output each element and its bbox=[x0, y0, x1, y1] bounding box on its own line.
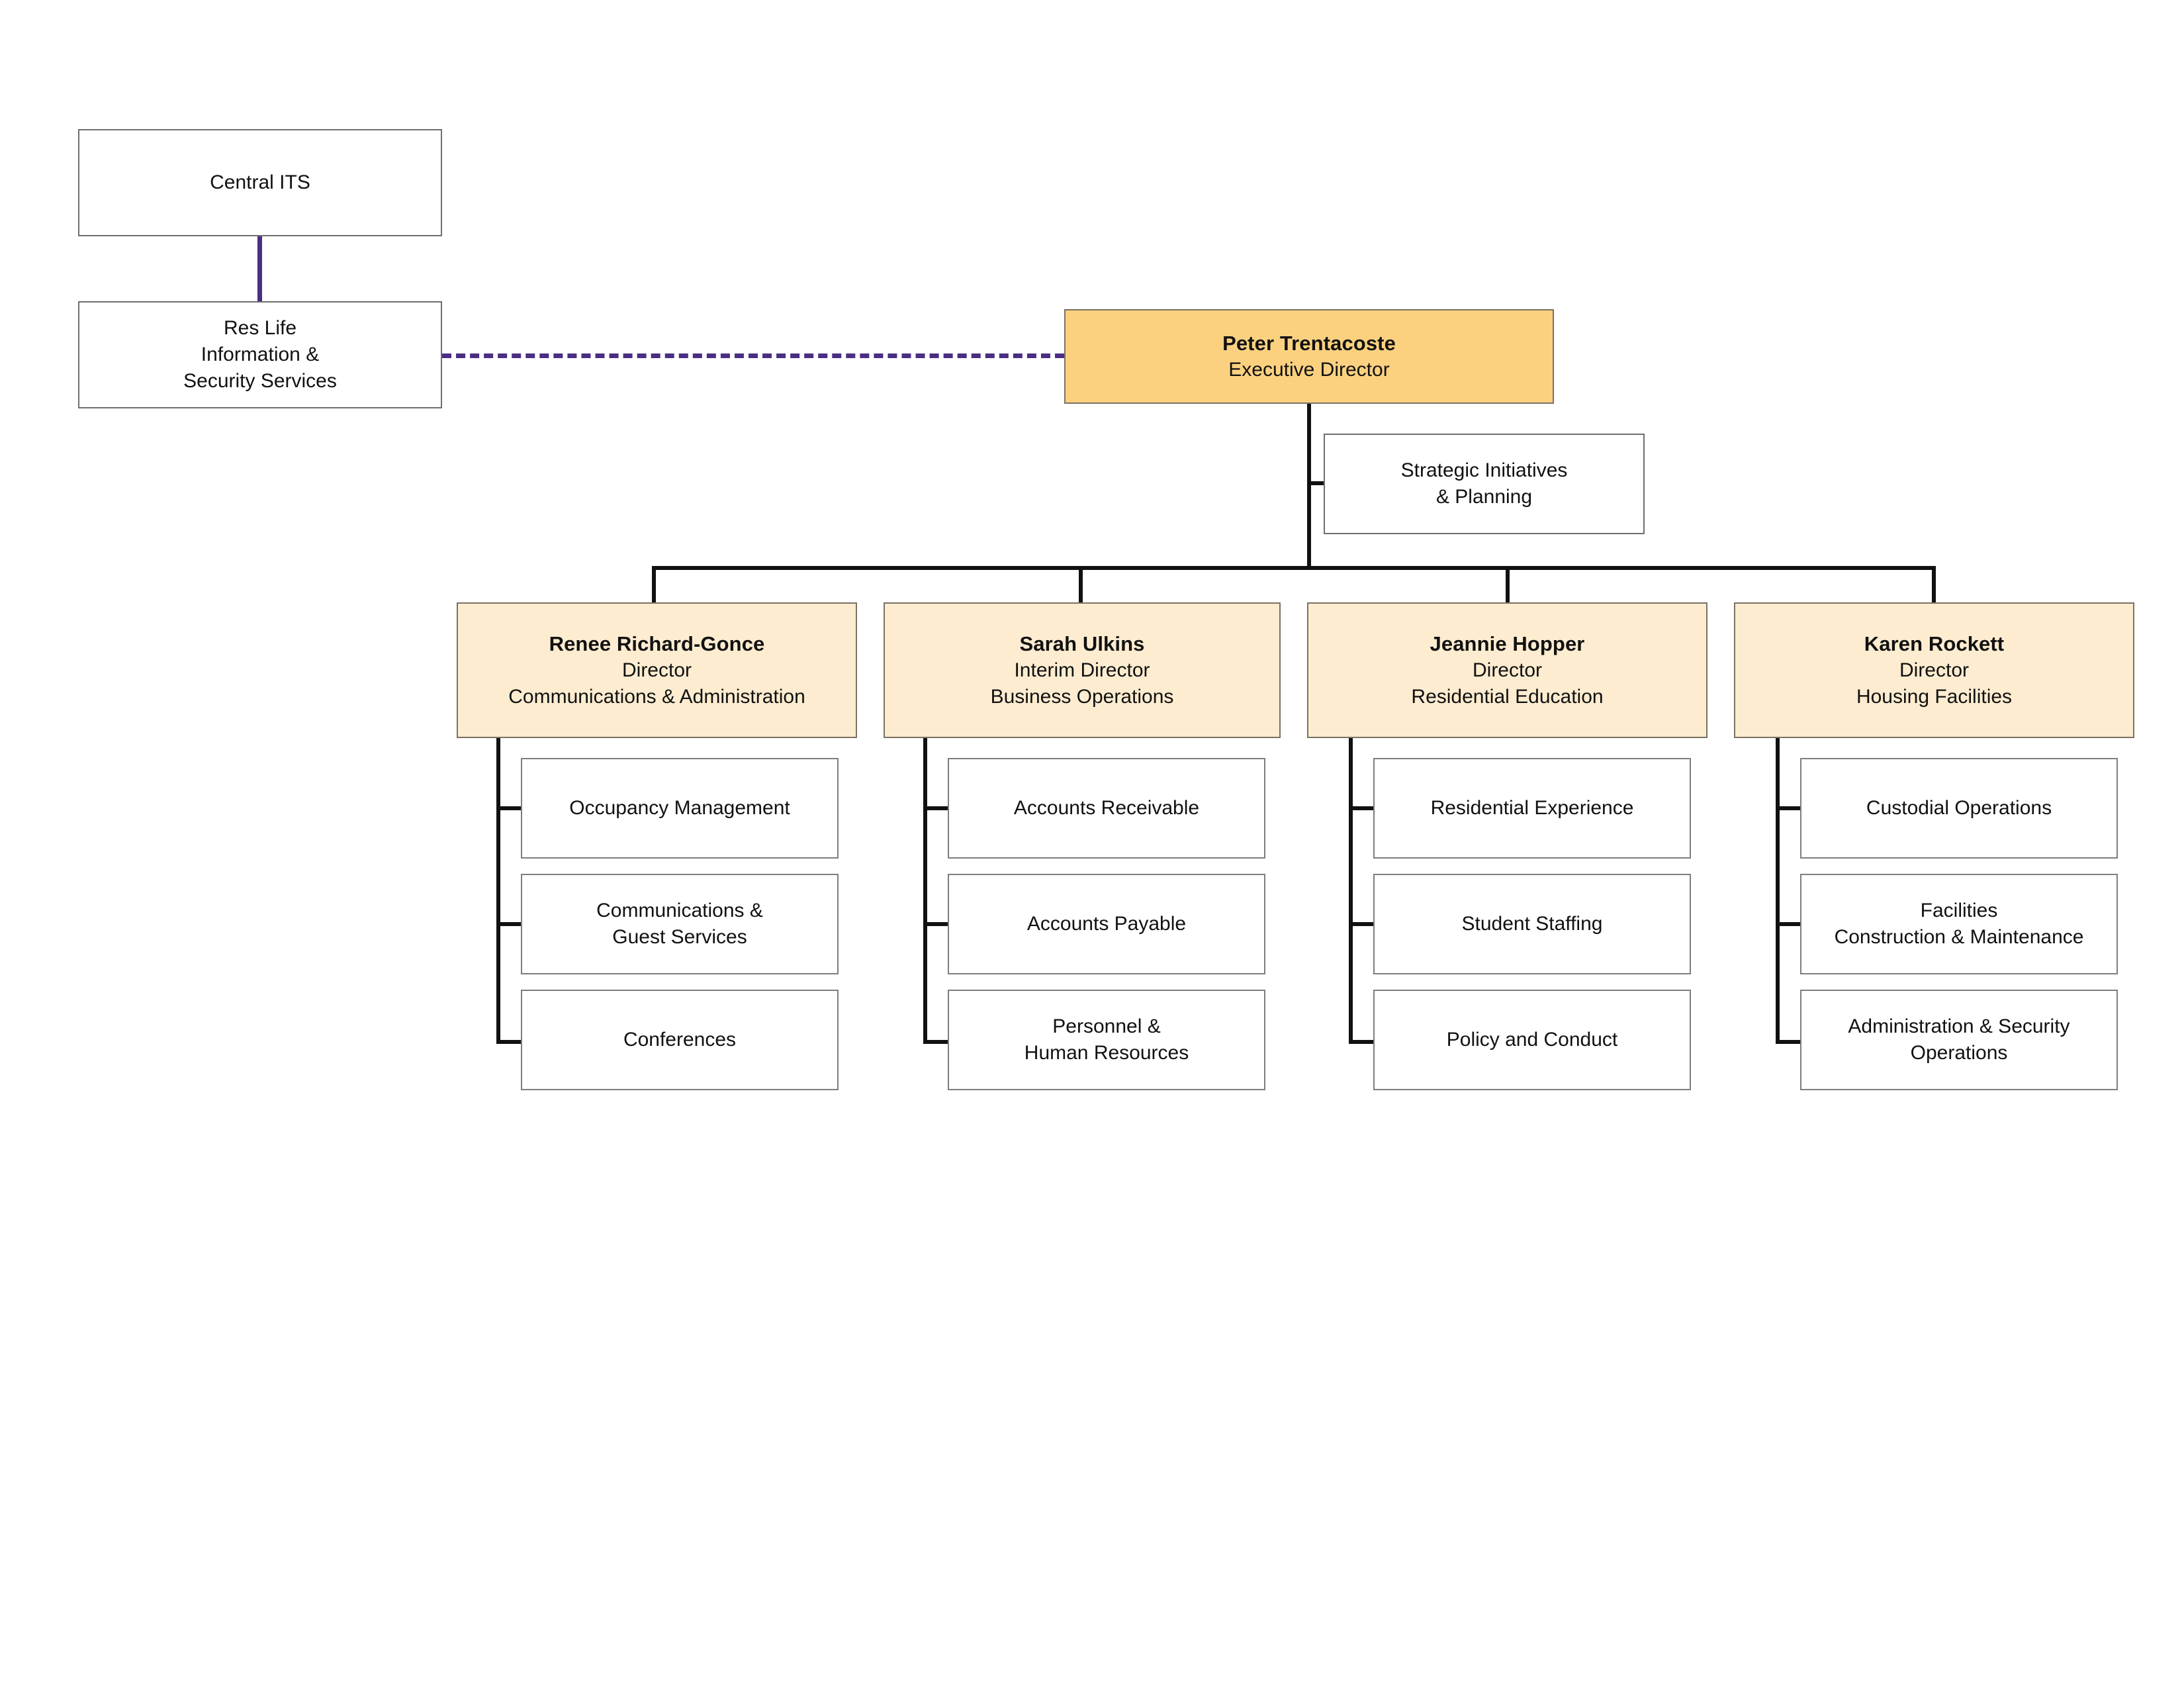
division-3-title: Director bbox=[1472, 659, 1542, 682]
division-3-name: Jeannie Hopper bbox=[1430, 632, 1585, 655]
executive-title: Executive Director bbox=[1228, 359, 1390, 381]
node-unit-1-1[interactable]: Occupancy Management bbox=[521, 758, 839, 859]
connector-spine-division-1 bbox=[496, 738, 500, 1044]
connector-stub-4-1 bbox=[1776, 806, 1802, 810]
unit-4-3-line-2: Operations bbox=[1910, 1042, 2008, 1064]
unit-3-3-line-1: Policy and Conduct bbox=[1446, 1028, 1618, 1051]
connector-its-to-reslife bbox=[257, 236, 262, 301]
division-4-title: Director bbox=[1899, 659, 1969, 682]
node-division-4[interactable]: Karen Rockett Director Housing Facilitie… bbox=[1734, 602, 2134, 738]
unit-4-1-line-1: Custodial Operations bbox=[1866, 796, 2052, 819]
node-unit-4-1[interactable]: Custodial Operations bbox=[1800, 758, 2118, 859]
division-2-name: Sarah Ulkins bbox=[1019, 632, 1145, 655]
connector-division-bus bbox=[652, 566, 1936, 570]
node-unit-3-3[interactable]: Policy and Conduct bbox=[1373, 990, 1691, 1090]
unit-4-2-line-1: Facilities bbox=[1920, 899, 1998, 921]
node-res-life-iss[interactable]: Res Life Information & Security Services bbox=[78, 301, 442, 408]
dotted-reporting-line bbox=[442, 353, 1064, 358]
res-life-line-3: Security Services bbox=[183, 370, 337, 393]
connector-drop-division-4 bbox=[1932, 566, 1936, 602]
node-unit-2-3[interactable]: Personnel & Human Resources bbox=[948, 990, 1265, 1090]
connector-drop-division-1 bbox=[652, 566, 656, 602]
unit-4-2-line-2: Construction & Maintenance bbox=[1834, 926, 2084, 948]
connector-stub-3-2 bbox=[1349, 922, 1375, 926]
connector-stub-2-1 bbox=[923, 806, 950, 810]
connector-stub-3-3 bbox=[1349, 1040, 1375, 1044]
node-unit-1-3[interactable]: Conferences bbox=[521, 990, 839, 1090]
central-its-label: Central ITS bbox=[210, 171, 310, 193]
division-1-name: Renee Richard-Gonce bbox=[549, 632, 765, 655]
connector-spine-division-4 bbox=[1776, 738, 1780, 1044]
unit-3-1-line-1: Residential Experience bbox=[1430, 796, 1634, 819]
connector-stub-1-1 bbox=[496, 806, 523, 810]
node-division-3[interactable]: Jeannie Hopper Director Residential Educ… bbox=[1307, 602, 1707, 738]
connector-stub-2-2 bbox=[923, 922, 950, 926]
unit-1-1-line-1: Occupancy Management bbox=[569, 796, 790, 819]
connector-spine-division-2 bbox=[923, 738, 927, 1044]
connector-stub-1-3 bbox=[496, 1040, 523, 1044]
division-2-title: Interim Director bbox=[1014, 659, 1150, 682]
node-strategic-initiatives[interactable]: Strategic Initiatives & Planning bbox=[1324, 434, 1645, 534]
node-central-its[interactable]: Central ITS bbox=[78, 129, 442, 236]
res-life-line-1: Res Life bbox=[223, 316, 297, 339]
executive-name: Peter Trentacoste bbox=[1222, 331, 1396, 355]
unit-1-3-line-1: Conferences bbox=[623, 1028, 737, 1051]
division-1-area: Communications & Administration bbox=[508, 686, 805, 708]
connector-stub-4-2 bbox=[1776, 922, 1802, 926]
node-unit-4-3[interactable]: Administration & Security Operations bbox=[1800, 990, 2118, 1090]
connector-stub-2-3 bbox=[923, 1040, 950, 1044]
node-executive-director[interactable]: Peter Trentacoste Executive Director bbox=[1064, 309, 1554, 404]
node-unit-2-2[interactable]: Accounts Payable bbox=[948, 874, 1265, 974]
connector-executive-trunk bbox=[1307, 404, 1311, 569]
node-unit-1-2[interactable]: Communications & Guest Services bbox=[521, 874, 839, 974]
strategic-line-2: & Planning bbox=[1435, 486, 1533, 508]
unit-1-2-line-2: Guest Services bbox=[612, 926, 747, 948]
node-division-2[interactable]: Sarah Ulkins Interim Director Business O… bbox=[884, 602, 1281, 738]
node-unit-2-1[interactable]: Accounts Receivable bbox=[948, 758, 1265, 859]
connector-stub-3-1 bbox=[1349, 806, 1375, 810]
unit-4-3-line-1: Administration & Security bbox=[1848, 1015, 2070, 1037]
connector-drop-division-2 bbox=[1079, 566, 1083, 602]
unit-2-1-line-1: Accounts Receivable bbox=[1013, 796, 1200, 819]
division-1-title: Director bbox=[621, 659, 692, 682]
node-division-1[interactable]: Renee Richard-Gonce Director Communicati… bbox=[457, 602, 857, 738]
unit-3-2-line-1: Student Staffing bbox=[1461, 912, 1603, 935]
connector-spine-division-3 bbox=[1349, 738, 1353, 1044]
node-unit-3-1[interactable]: Residential Experience bbox=[1373, 758, 1691, 859]
unit-2-3-line-2: Human Resources bbox=[1024, 1042, 1189, 1064]
node-unit-4-2[interactable]: Facilities Construction & Maintenance bbox=[1800, 874, 2118, 974]
unit-2-2-line-1: Accounts Payable bbox=[1026, 912, 1187, 935]
connector-stub-1-2 bbox=[496, 922, 523, 926]
unit-2-3-line-1: Personnel & bbox=[1052, 1015, 1161, 1037]
connector-drop-division-3 bbox=[1506, 566, 1510, 602]
unit-1-2-line-1: Communications & bbox=[596, 899, 763, 921]
res-life-line-2: Information & bbox=[201, 343, 320, 365]
division-4-area: Housing Facilities bbox=[1856, 686, 2013, 708]
connector-stub-4-3 bbox=[1776, 1040, 1802, 1044]
node-unit-3-2[interactable]: Student Staffing bbox=[1373, 874, 1691, 974]
division-3-area: Residential Education bbox=[1411, 686, 1604, 708]
division-4-name: Karen Rockett bbox=[1864, 632, 2005, 655]
strategic-line-1: Strategic Initiatives bbox=[1400, 459, 1568, 481]
division-2-area: Business Operations bbox=[990, 686, 1174, 708]
